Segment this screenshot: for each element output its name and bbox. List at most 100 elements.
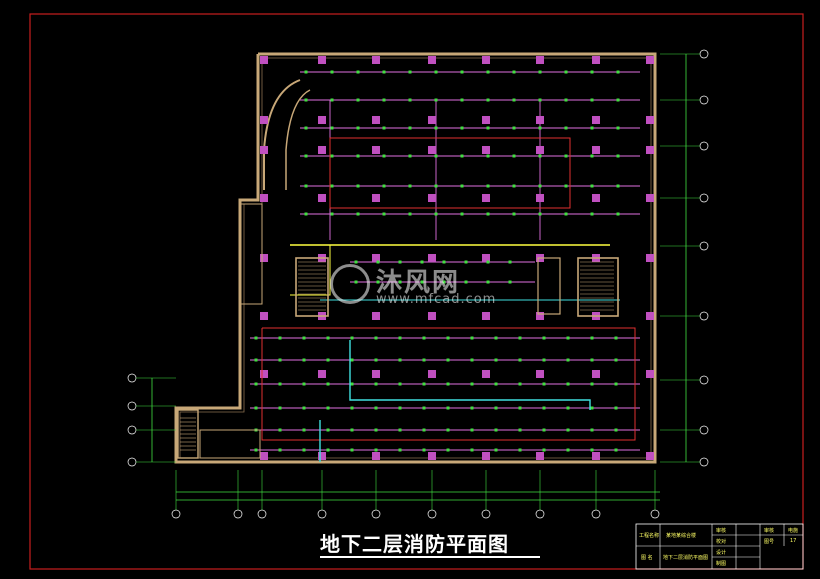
sprinkler-head [356, 212, 360, 216]
sprinkler-head [518, 382, 522, 386]
watermark: 沐风网 www.mfcad.com [330, 262, 500, 310]
structural-column [592, 452, 600, 460]
structural-column [260, 116, 268, 124]
sprinkler-head [566, 336, 570, 340]
sprinkler-head [422, 448, 426, 452]
sprinkler-head [616, 126, 620, 130]
sprinkler-head [350, 358, 354, 362]
sprinkler-head [330, 212, 334, 216]
axis-bubble [699, 457, 709, 467]
sprinkler-head [398, 428, 402, 432]
structural-column [646, 116, 654, 124]
tb-check: 校对 [716, 539, 727, 545]
sprinkler-head [614, 428, 618, 432]
tb-spec: 电施 [788, 528, 799, 534]
structural-column [318, 194, 326, 202]
axis-bubble [233, 509, 243, 519]
axis-bubble [535, 509, 545, 519]
sprinkler-head [382, 212, 386, 216]
structural-column [646, 370, 654, 378]
sprinkler-head [398, 358, 402, 362]
sprinkler-head [460, 212, 464, 216]
sprinkler-head [464, 260, 468, 264]
sprinkler-head [304, 98, 308, 102]
sprinkler-head [302, 382, 306, 386]
structural-column [260, 312, 268, 320]
structural-column [318, 452, 326, 460]
sprinkler-head [512, 126, 516, 130]
structural-column [318, 56, 326, 64]
sprinkler-head [460, 126, 464, 130]
sprinkler-head [326, 406, 330, 410]
sprinkler-head [278, 448, 282, 452]
tb-draw: 制图 [716, 561, 727, 567]
sprinkler-head [304, 212, 308, 216]
sprinkler-head [408, 184, 412, 188]
sprinkler-head [330, 70, 334, 74]
tb-design: 设计 [716, 550, 727, 556]
structural-column [646, 146, 654, 154]
sprinkler-head [538, 212, 542, 216]
sprinkler-head [590, 448, 594, 452]
sprinkler-head [254, 358, 258, 362]
sprinkler-head [486, 98, 490, 102]
sprinkler-head [470, 358, 474, 362]
axis-bubble [481, 509, 491, 519]
tb-review: 审核 [716, 528, 727, 534]
sprinkler-head [302, 336, 306, 340]
structural-column [482, 56, 490, 64]
sprinkler-head [564, 70, 568, 74]
axis-bubble [427, 509, 437, 519]
sprinkler-head [356, 126, 360, 130]
sprinkler-head [304, 70, 308, 74]
sprinkler-head [616, 154, 620, 158]
axis-bubble [699, 425, 709, 435]
sprinkler-head [350, 336, 354, 340]
structural-column [536, 56, 544, 64]
structural-column [372, 146, 380, 154]
structural-column [592, 146, 600, 154]
hydrant-loop-lower [261, 327, 636, 441]
axis-bubble [171, 509, 181, 519]
structural-column [428, 146, 436, 154]
sprinkler-head [470, 428, 474, 432]
structural-column [646, 312, 654, 320]
structural-column [536, 194, 544, 202]
tb-sheet-no: 17 [790, 538, 797, 544]
sprinkler-head [564, 126, 568, 130]
sprinkler-head [590, 382, 594, 386]
structural-column [372, 116, 380, 124]
sprinkler-head [494, 428, 498, 432]
sprinkler-head [542, 358, 546, 362]
watermark-url: www.mfcad.com [376, 292, 497, 307]
sprinkler-head [446, 448, 450, 452]
sprinkler-head [302, 428, 306, 432]
sprinkler-head [446, 406, 450, 410]
sprinkler-head [278, 406, 282, 410]
sprinkler-head [486, 184, 490, 188]
watermark-logo-icon [330, 264, 370, 304]
sprinkler-head [538, 70, 542, 74]
sprinkler-head [398, 448, 402, 452]
structural-column [428, 194, 436, 202]
sprinkler-head [374, 358, 378, 362]
sprinkler-head [494, 358, 498, 362]
sprinkler-head [278, 358, 282, 362]
axis-bubble [127, 457, 137, 467]
sprinkler-head [326, 382, 330, 386]
sprinkler-head [446, 428, 450, 432]
sprinkler-head [518, 448, 522, 452]
sprinkler-head [616, 184, 620, 188]
sprinkler-head [356, 184, 360, 188]
sprinkler-head [434, 154, 438, 158]
structural-column [260, 370, 268, 378]
watermark-name: 沐风网 [376, 268, 461, 298]
sprinkler-head [434, 184, 438, 188]
sprinkler-head [566, 382, 570, 386]
structural-column [536, 370, 544, 378]
sprinkler-head [422, 382, 426, 386]
sprinkler-head [566, 448, 570, 452]
ramp-curve-inner [285, 89, 311, 190]
sprinkler-head [614, 358, 618, 362]
